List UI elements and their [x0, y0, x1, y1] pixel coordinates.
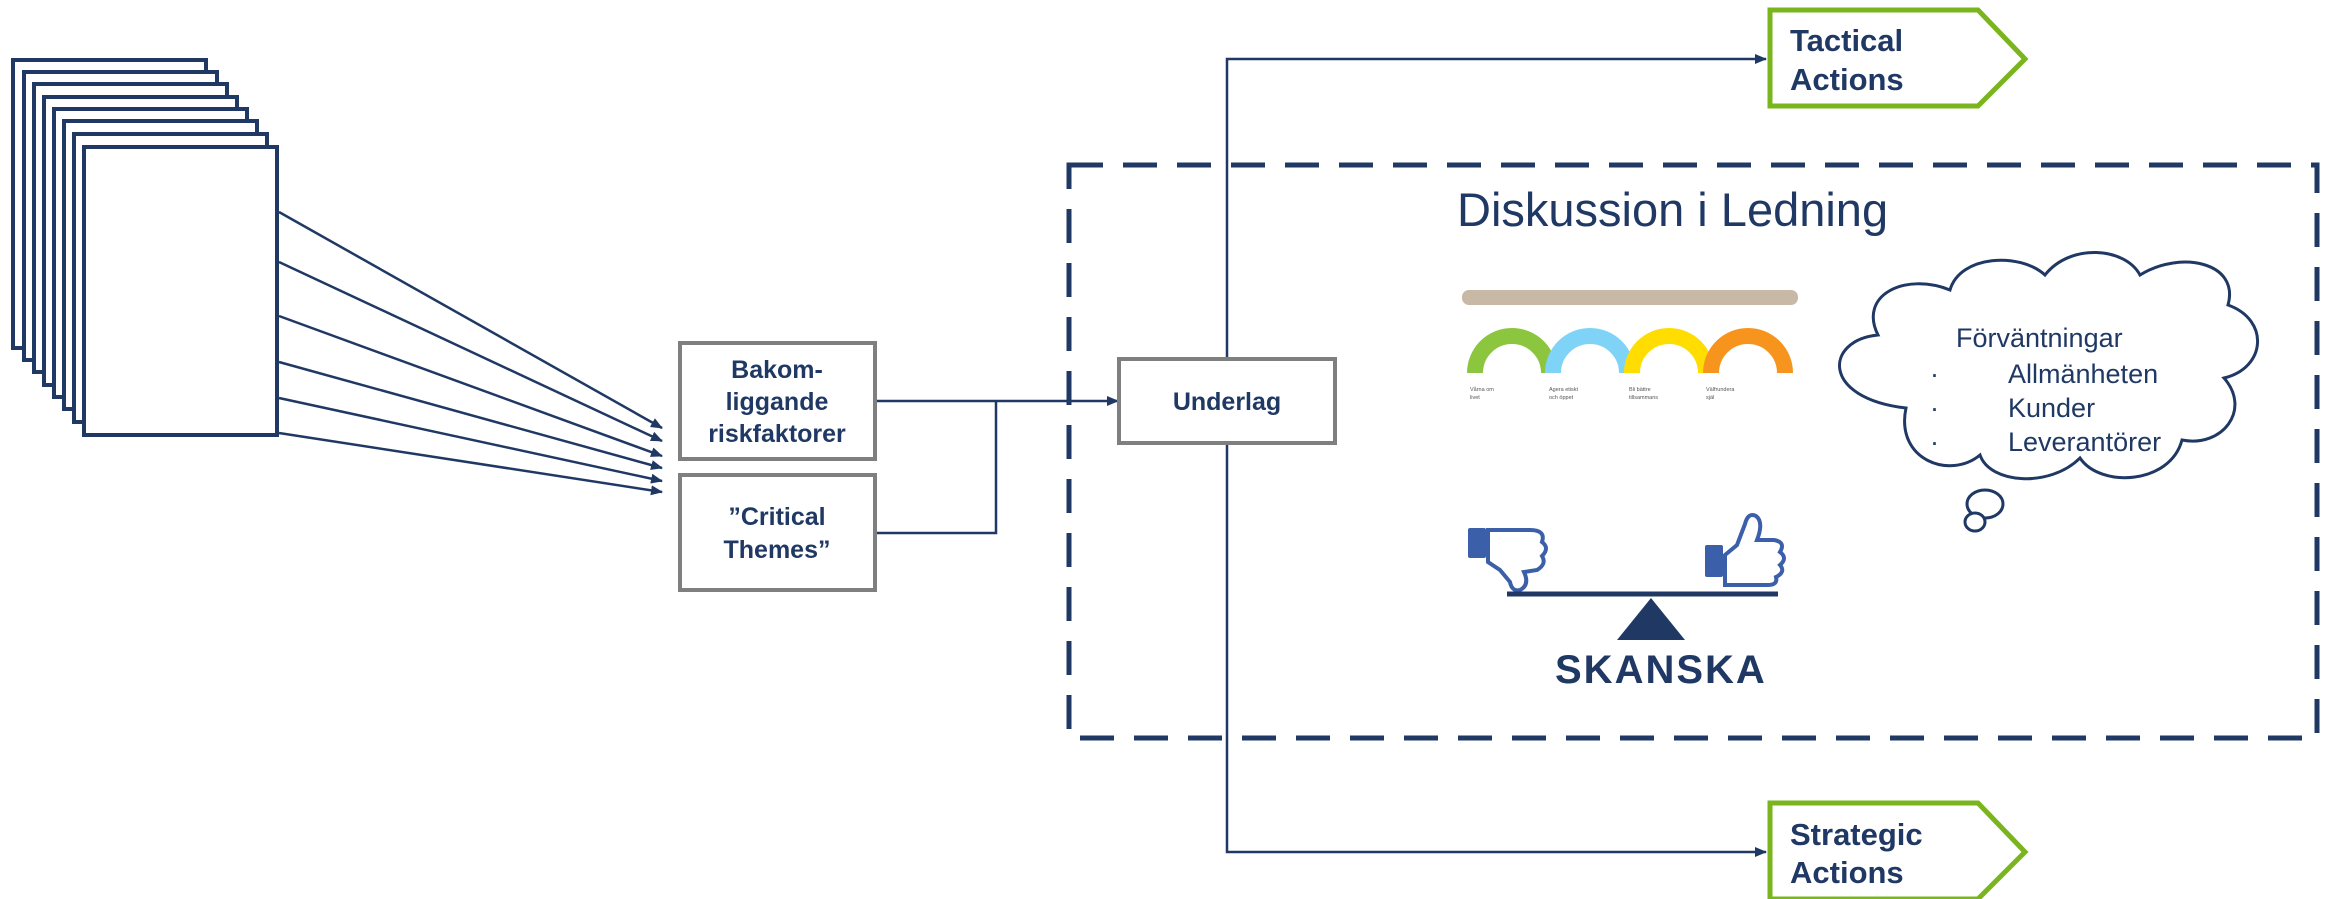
- value-label-2a: Agera etiskt: [1549, 387, 1579, 393]
- cloud-item-2: Kunder: [2008, 393, 2095, 423]
- value-label-1b: livet: [1470, 395, 1480, 401]
- strategic-actions-shape: Strategic Actions: [1767, 800, 2029, 899]
- arc-green: [1467, 328, 1557, 374]
- critical-themes-line-1: ”Critical: [728, 503, 825, 531]
- arc-yellow: [1624, 328, 1714, 374]
- underlag-box: Underlag: [1117, 357, 1337, 445]
- arc-blue: [1545, 328, 1635, 374]
- cloud-item-1: Allmänheten: [2008, 359, 2158, 389]
- arc-orange: [1703, 328, 1793, 374]
- values-graphic: Vårna om livet Agera etiskt och öppet Bl…: [1462, 290, 1798, 401]
- discussion-frame: [1066, 162, 2320, 741]
- underlag-label: Underlag: [1173, 388, 1281, 416]
- cloud-bullet-2: ·: [1930, 393, 1939, 423]
- cloud-title: Förväntningar: [1956, 323, 2123, 353]
- risk-factors-line-2: liggande: [726, 388, 829, 416]
- tactical-actions-line-2: Actions: [1790, 62, 1904, 97]
- value-label-2b: och öppet: [1549, 395, 1574, 401]
- value-label-1a: Vårna om: [1470, 386, 1494, 393]
- risk-factors-line-3: riskfaktorer: [708, 420, 846, 448]
- tactical-actions-shape: Tactical Actions: [1767, 7, 2029, 109]
- seesaw-icon: [1507, 591, 1778, 640]
- discussion-title: Diskussion i Ledning: [1457, 183, 1888, 236]
- cloud-bullet-3: ·: [1930, 427, 1939, 457]
- connector-lines: [876, 54, 1767, 857]
- cloud-item-3: Leverantörer: [2008, 427, 2161, 457]
- thumbs-up-icon: [1705, 513, 1786, 587]
- value-label-3b: tillsammans: [1629, 395, 1658, 401]
- value-label-4b: själ: [1706, 395, 1714, 401]
- document-arrows: [278, 210, 663, 496]
- values-bar: [1462, 290, 1798, 305]
- thought-cloud: Förväntningar · Allmänheten · Kunder · L…: [1838, 251, 2259, 533]
- strategic-actions-line-1: Strategic: [1790, 817, 1923, 852]
- strategic-actions-line-2: Actions: [1790, 855, 1904, 890]
- critical-themes-line-2: Themes”: [724, 536, 831, 564]
- value-label-4a: Välfrundera: [1706, 387, 1735, 393]
- skanska-logo: SKANSKA: [1555, 648, 1767, 692]
- risk-factors-box: Bakom- liggande riskfaktorer: [678, 341, 877, 461]
- value-label-3a: Bli bättre: [1629, 387, 1651, 393]
- risk-factors-line-1: Bakom-: [731, 356, 823, 384]
- critical-themes-box: ”Critical Themes”: [678, 473, 877, 592]
- tactical-actions-line-1: Tactical: [1790, 23, 1903, 58]
- thumbs-down-icon: [1468, 528, 1548, 593]
- document-stack-icon: [11, 58, 279, 437]
- cloud-bullet-1: ·: [1930, 359, 1939, 389]
